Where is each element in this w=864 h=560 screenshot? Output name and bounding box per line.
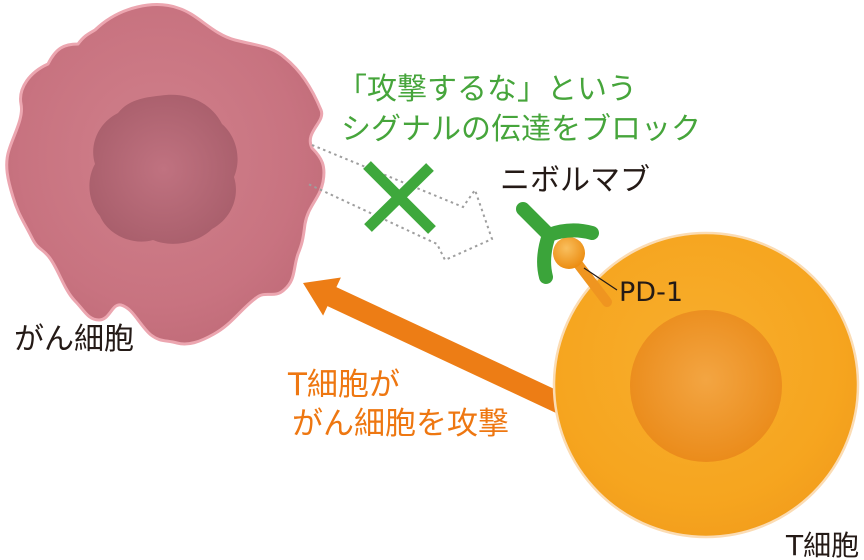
pd1-pointer-line (583, 267, 618, 291)
block-caption-line2: シグナルの伝達をブロック (341, 112, 701, 147)
attack-caption-line2: がん細胞を攻撃 (292, 406, 509, 442)
block-x-icon (363, 161, 436, 234)
pd1-stalk (570, 255, 612, 307)
block-x-stroke-2 (364, 163, 434, 232)
pd1-label: PD-1 (619, 277, 683, 308)
nivolumab-label: ニボルマブ (500, 163, 650, 198)
nivolumab-antibody-icon (516, 202, 599, 284)
cancer-cell (5, 3, 326, 346)
t-cell (552, 231, 860, 539)
cancer-cell-label: がん細胞 (14, 322, 134, 357)
attack-arrow (303, 277, 573, 417)
cancer-cell-nucleus (89, 94, 238, 244)
block-caption-line1: 「攻撃するな」という (337, 72, 637, 107)
t-cell-nucleus (630, 310, 782, 462)
pd1-receptor-ball (553, 237, 585, 269)
blocked-signal-arrow (305, 144, 494, 262)
t-cell-label: T細胞 (785, 529, 859, 560)
attack-caption-line1: T細胞が (287, 367, 400, 403)
